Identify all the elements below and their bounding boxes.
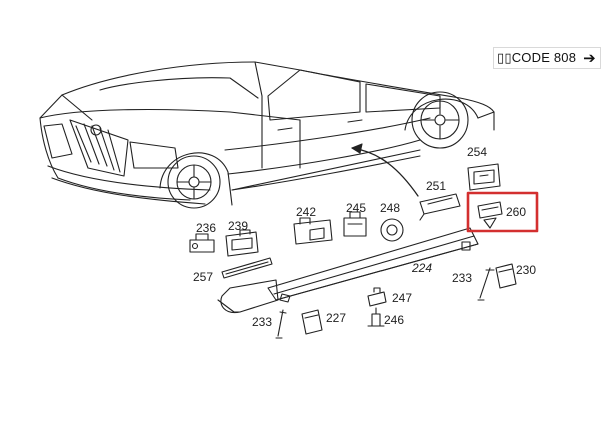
label-246: 246: [384, 313, 404, 327]
label-233-left: 233: [252, 315, 272, 329]
code-reference-box: ▯▯CODE 808 ➔: [493, 47, 601, 69]
part-227-cap[interactable]: [301, 309, 323, 335]
label-230: 230: [516, 263, 536, 277]
label-247: 247: [392, 291, 412, 305]
label-251: 251: [426, 179, 446, 193]
part-239-bracket[interactable]: [225, 229, 259, 257]
label-239: 239: [228, 219, 248, 233]
car-illustration: [39, 61, 495, 209]
label-254: 254: [467, 145, 487, 159]
label-224: 224: [411, 261, 432, 275]
rear-wheel: [411, 91, 469, 149]
emblem: [90, 124, 102, 136]
part-242-bracket[interactable]: [293, 217, 333, 245]
label-233-right: 233: [452, 271, 472, 285]
label-227: 227: [326, 311, 346, 325]
part-230-cap[interactable]: [495, 263, 517, 289]
label-236: 236: [196, 221, 216, 235]
part-254-mount[interactable]: [467, 163, 501, 191]
part-233-screw-right[interactable]: [477, 267, 495, 301]
part-251-retainer[interactable]: [419, 193, 461, 221]
part-lower-front-piece[interactable]: [217, 279, 291, 314]
label-260: 260: [506, 205, 526, 219]
label-257: 257: [193, 270, 213, 284]
part-245-block[interactable]: [343, 211, 367, 237]
part-224-sill-panel[interactable]: [267, 227, 479, 301]
part-246-fastener[interactable]: [367, 307, 385, 327]
highlight-frame: [466, 191, 539, 233]
front-wheel: [167, 155, 221, 209]
label-242: 242: [296, 205, 316, 219]
code-label: ▯▯CODE 808: [497, 50, 577, 65]
part-247-fastener[interactable]: [367, 287, 387, 307]
right-arrow-icon: ➔: [583, 49, 596, 67]
part-248-grommet[interactable]: [380, 218, 404, 242]
part-236-clip[interactable]: [189, 233, 215, 253]
label-245: 245: [346, 201, 366, 215]
label-248: 248: [380, 201, 400, 215]
part-260-clip[interactable]: [477, 201, 503, 229]
part-233-screw-left[interactable]: [275, 309, 287, 339]
part-257-trim-strip[interactable]: [221, 257, 273, 279]
pointer-arrow-icon: [351, 143, 419, 197]
